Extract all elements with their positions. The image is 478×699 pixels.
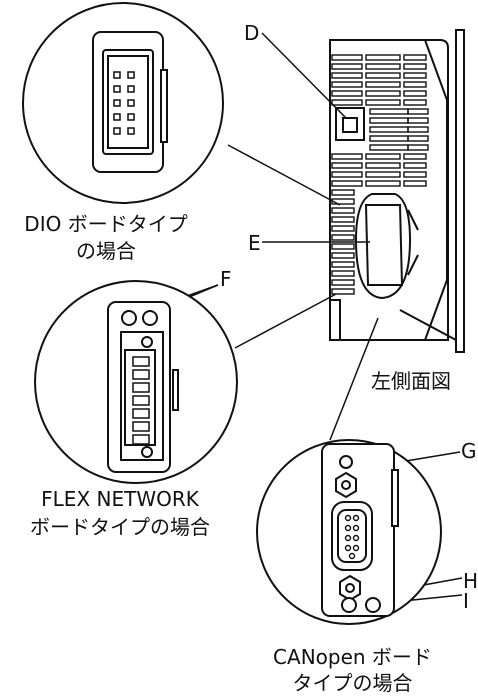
vent-slot: [331, 63, 363, 70]
caption-canopen-line2: タイプの場合: [292, 671, 413, 695]
vent-slot: [365, 171, 401, 178]
vent-slot: [331, 81, 363, 88]
callout-i: I: [463, 589, 469, 613]
vent-slot: [331, 153, 363, 160]
callout-g: G: [461, 439, 477, 463]
vent-slot: [403, 99, 427, 106]
vent-slot: [403, 63, 427, 70]
caption-flex-line2: ボードタイプの場合: [30, 515, 210, 539]
caption-canopen-line1: CANopen ボード: [273, 645, 432, 669]
vent-slot: [331, 234, 355, 241]
caption-flex-line1: FLEX NETWORK: [41, 487, 199, 511]
vent-slot: [407, 108, 429, 115]
vent-slot: [331, 189, 355, 196]
vent-slot: [331, 261, 355, 268]
dio-detail-circle: [22, 2, 224, 204]
vent-slot: [365, 54, 401, 61]
vent-slot: [365, 90, 401, 97]
vent-slot: [407, 117, 429, 124]
vent-slot: [403, 54, 427, 61]
vent-slot: [365, 72, 401, 79]
vent-slot: [403, 153, 427, 160]
vent-slot: [365, 81, 401, 88]
vent-slot: [331, 216, 355, 223]
vent-slot: [331, 162, 363, 169]
vent-slot: [403, 81, 427, 88]
vent-slot: [407, 126, 429, 133]
vent-slot: [365, 180, 401, 187]
vent-slot: [331, 99, 363, 106]
vent-slot: [331, 252, 355, 259]
vent-slot: [331, 72, 363, 79]
vent-slot: [403, 72, 427, 79]
slot-e: [354, 193, 419, 300]
vent-slot: [407, 144, 429, 151]
canopen-detail-circle: [256, 439, 442, 625]
vent-slot: [403, 171, 427, 178]
vent-slot: [403, 162, 427, 169]
callout-h: H: [463, 569, 478, 593]
caption-dio-line1: DIO ボードタイプ: [24, 212, 188, 236]
vent-slot: [331, 270, 355, 277]
vent-slot: [331, 180, 363, 187]
vent-slot: [331, 243, 355, 250]
vent-slot: [365, 63, 401, 70]
callout-f: F: [220, 267, 232, 291]
vent-slot: [331, 288, 355, 295]
vent-slot: [331, 279, 355, 286]
callout-e: E: [248, 231, 261, 255]
vent-slot: [331, 171, 363, 178]
vent-slot: [403, 180, 427, 187]
flex-detail-circle: [34, 280, 238, 484]
caption-dio-line2: の場合: [76, 239, 136, 263]
vent-slot: [331, 54, 363, 61]
vent-slot: [403, 90, 427, 97]
caption-side-view: 左側面図: [371, 369, 451, 393]
vent-slot: [331, 207, 355, 214]
vent-slot: [365, 153, 401, 160]
callout-d: D: [244, 21, 260, 45]
vent-slot: [365, 162, 401, 169]
vent-slot: [365, 99, 401, 106]
vent-slot: [331, 90, 363, 97]
vent-slot: [331, 225, 355, 232]
vent-slot: [407, 135, 429, 142]
vent-slots: [331, 54, 429, 295]
